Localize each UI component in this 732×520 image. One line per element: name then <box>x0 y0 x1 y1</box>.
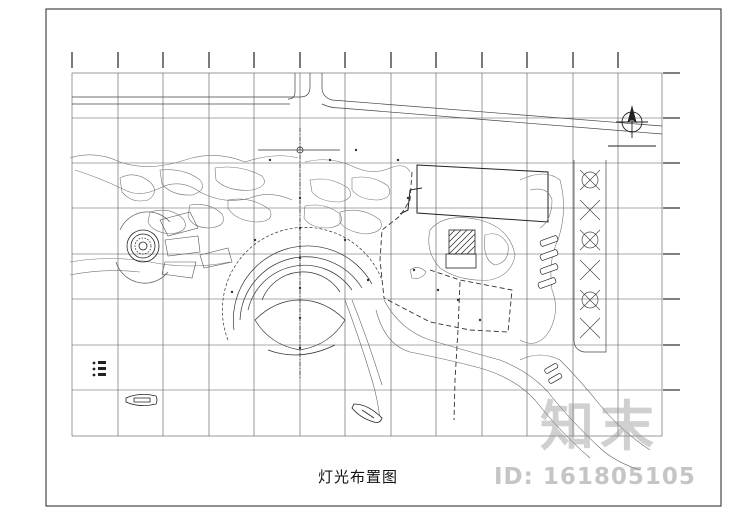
light-fixtures <box>230 148 482 350</box>
watermark-id: ID: 161805105 <box>494 464 696 490</box>
road-lines <box>72 73 663 135</box>
grid-coordinate-ticks-top <box>71 52 619 68</box>
pavilion-hatched <box>445 229 477 269</box>
lighting-circuit-dashed <box>379 171 513 421</box>
outer-frame <box>45 8 722 507</box>
boat-icon <box>125 394 383 423</box>
shoreline <box>344 299 651 471</box>
landscape-contours <box>69 154 411 276</box>
grid-coordinate-ticks-right <box>663 72 680 391</box>
amphitheater <box>222 227 383 356</box>
legend-markers <box>92 361 106 377</box>
main-building <box>399 164 549 223</box>
north-arrow-icon <box>608 105 656 147</box>
planting-strip <box>573 160 607 353</box>
car-icon <box>537 235 563 384</box>
watermark-logo: 知末 <box>540 395 660 458</box>
drawing-title: 灯光布置图 <box>318 470 399 486</box>
fan-terraces <box>159 211 233 279</box>
central-axis <box>258 128 340 380</box>
fountain-icon <box>115 211 171 284</box>
hill-contours-right <box>409 173 564 344</box>
